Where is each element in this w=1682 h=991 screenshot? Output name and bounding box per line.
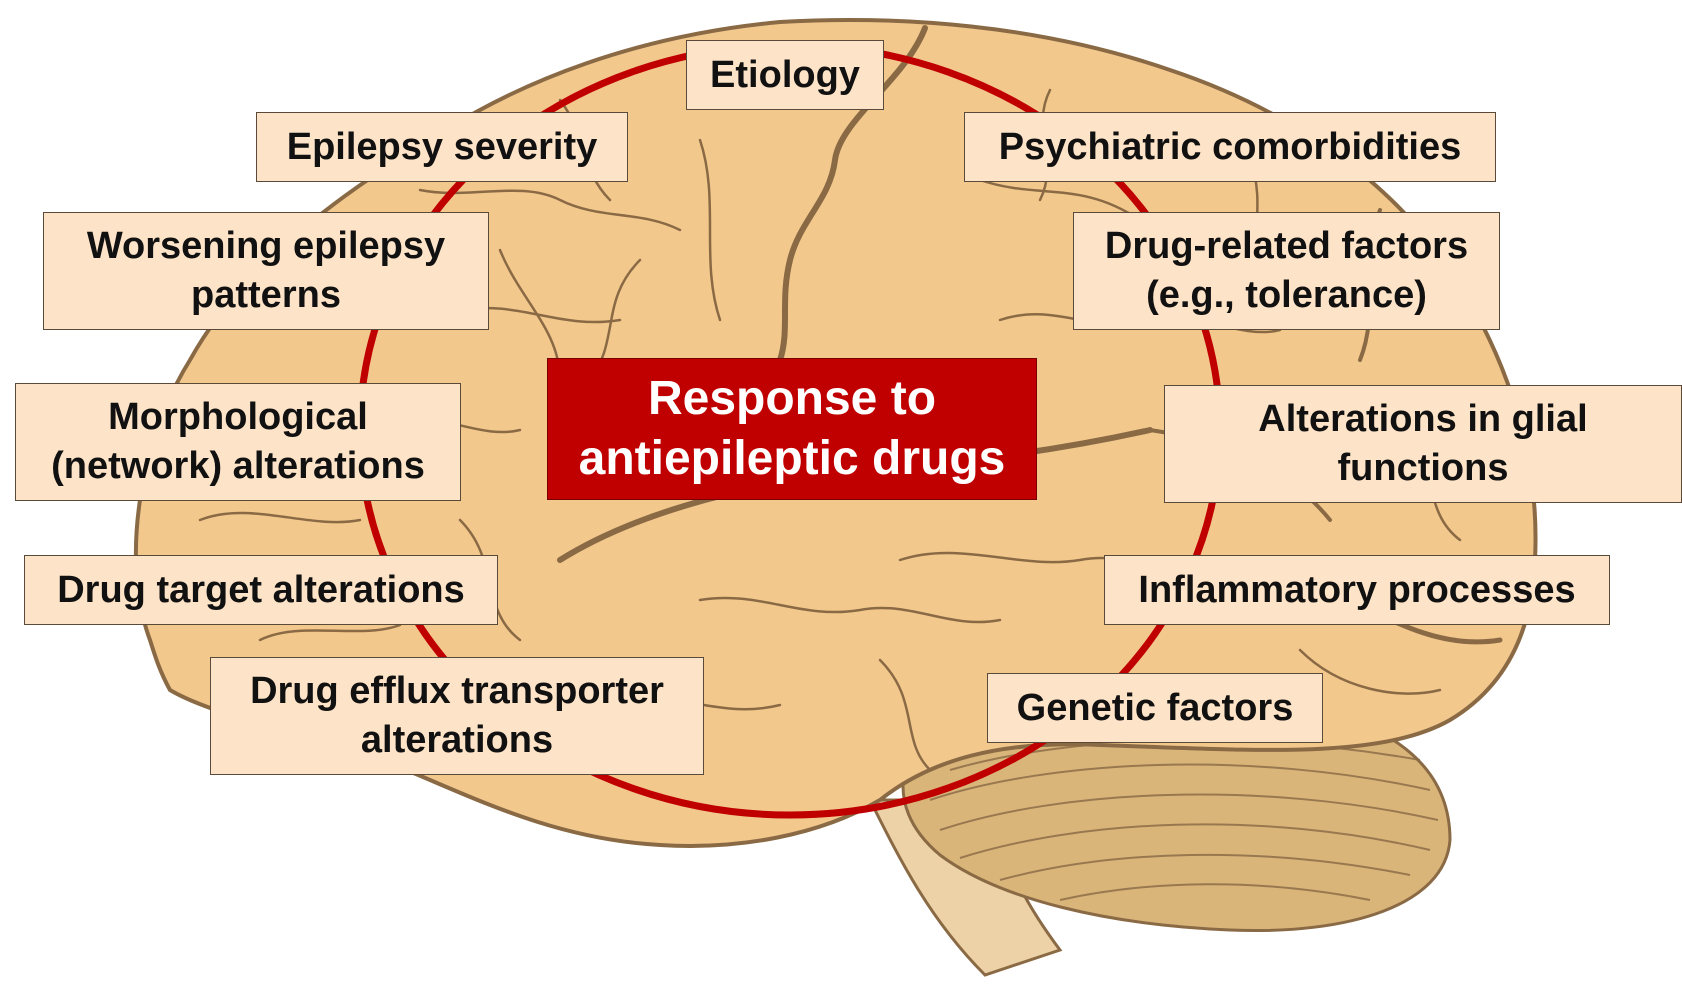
- factor-drug-related: Drug-related factors (e.g., tolerance): [1073, 212, 1500, 330]
- factor-genetic: Genetic factors: [987, 673, 1323, 743]
- factor-worsening-epilepsy-patterns: Worsening epilepsy patterns: [43, 212, 489, 330]
- factor-etiology: Etiology: [686, 40, 884, 110]
- factor-inflammatory-processes: Inflammatory processes: [1104, 555, 1610, 625]
- factor-morphological-alterations: Morphological (network) alterations: [15, 383, 461, 501]
- factor-psychiatric-comorbidities: Psychiatric comorbidities: [964, 112, 1496, 182]
- factor-drug-target-alterations: Drug target alterations: [24, 555, 498, 625]
- factor-epilepsy-severity: Epilepsy severity: [256, 112, 628, 182]
- factor-drug-efflux-transporter: Drug efflux transporter alterations: [210, 657, 704, 775]
- central-concept: Response to antiepileptic drugs: [547, 358, 1037, 500]
- factor-glial-alterations: Alterations in glial functions: [1164, 385, 1682, 503]
